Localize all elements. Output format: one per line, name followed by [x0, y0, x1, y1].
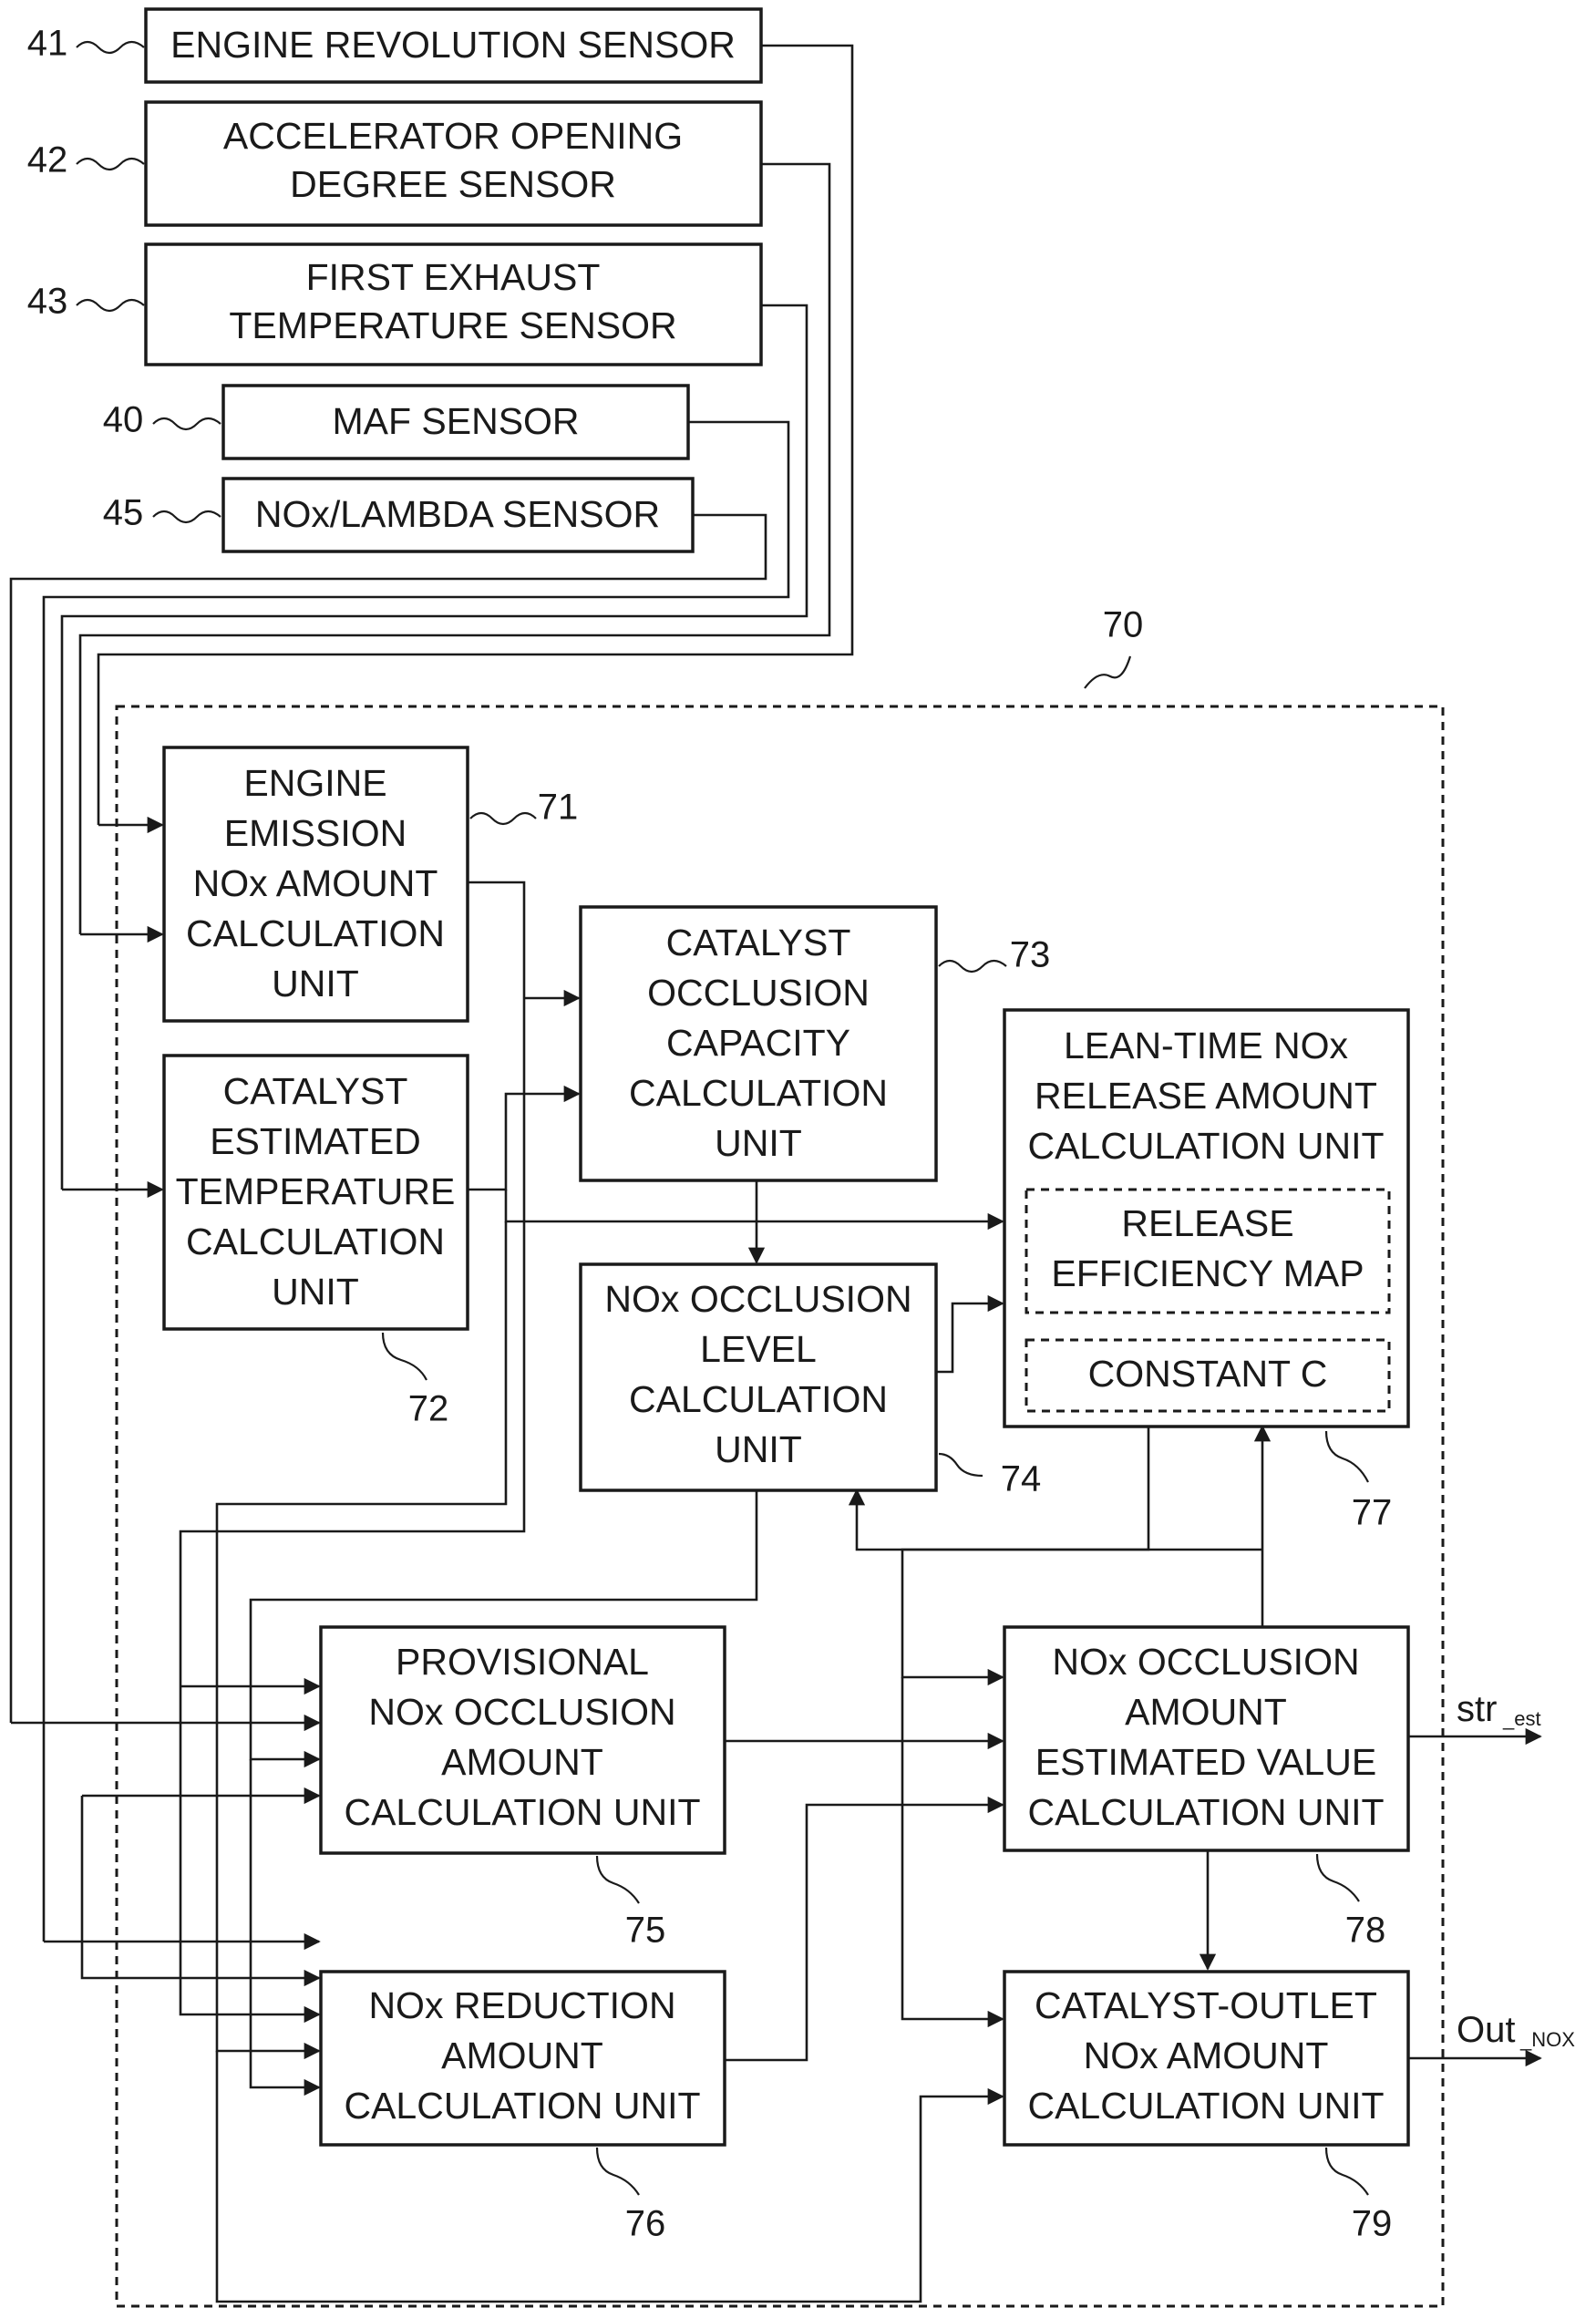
unit-nox-reduction-amount: NOx REDUCTION AMOUNT CALCULATION UNIT 76: [321, 1972, 725, 2244]
svg-text:70: 70: [1103, 605, 1144, 645]
svg-text:NOx OCCLUSION: NOx OCCLUSION: [368, 1691, 675, 1733]
svg-text:NOx OCCLUSION: NOx OCCLUSION: [604, 1278, 911, 1320]
svg-text:FIRST EXHAUST: FIRST EXHAUST: [306, 256, 601, 298]
svg-text:CALCULATION: CALCULATION: [186, 912, 445, 954]
svg-text:CALCULATION: CALCULATION: [629, 1378, 888, 1420]
sensor-nox-lambda: NOx/LAMBDA SENSOR 45: [103, 479, 693, 551]
svg-text:42: 42: [27, 140, 68, 180]
svg-text:DEGREE SENSOR: DEGREE SENSOR: [290, 163, 616, 205]
wire-72-to-77: [506, 1190, 1003, 1221]
wire-76-to-78: [725, 1805, 1003, 2060]
svg-text:ESTIMATED VALUE: ESTIMATED VALUE: [1035, 1741, 1376, 1783]
svg-text:CAPACITY: CAPACITY: [666, 1022, 850, 1064]
unit-lean-time-nox-release: LEAN-TIME NOx RELEASE AMOUNT CALCULATION…: [1004, 1010, 1408, 1533]
sensor-first-exhaust-temperature: FIRST EXHAUST TEMPERATURE SENSOR 43: [27, 244, 761, 365]
svg-text:77: 77: [1352, 1493, 1393, 1533]
svg-text:NOx AMOUNT: NOx AMOUNT: [193, 862, 438, 904]
unit-catalyst-occlusion-capacity: CATALYST OCCLUSION CAPACITY CALCULATION …: [581, 907, 1050, 1180]
svg-text:CONSTANT C: CONSTANT C: [1088, 1353, 1328, 1395]
svg-text:EMISSION: EMISSION: [224, 812, 407, 854]
svg-text:Out: Out: [1457, 2010, 1515, 2050]
svg-text:UNIT: UNIT: [272, 1271, 359, 1313]
svg-text:UNIT: UNIT: [715, 1122, 802, 1164]
svg-text:40: 40: [103, 400, 144, 440]
svg-text:76: 76: [625, 2204, 666, 2244]
svg-text:TEMPERATURE SENSOR: TEMPERATURE SENSOR: [229, 304, 676, 346]
unit-catalyst-estimated-temperature: CATALYST ESTIMATED TEMPERATURE CALCULATI…: [164, 1056, 468, 1429]
unit-catalyst-outlet-nox: CATALYST-OUTLET NOx AMOUNT CALCULATION U…: [1004, 1972, 1408, 2244]
svg-text:72: 72: [408, 1389, 449, 1429]
svg-text:79: 79: [1352, 2204, 1393, 2244]
svg-text:CALCULATION: CALCULATION: [629, 1072, 888, 1114]
wire-78-to-74: [857, 1490, 1262, 1550]
svg-text:NOx OCCLUSION: NOx OCCLUSION: [1052, 1641, 1359, 1683]
output-out-nox: Out _NOX: [1457, 2010, 1575, 2051]
controller-ref: 70: [1085, 605, 1143, 688]
wire-77-to-79: [902, 1677, 1003, 2019]
sensor-maf: MAF SENSOR 40: [103, 386, 688, 458]
svg-text:OCCLUSION: OCCLUSION: [647, 972, 870, 1014]
svg-text:TEMPERATURE: TEMPERATURE: [176, 1170, 456, 1212]
unit-provisional-nox-occlusion: PROVISIONAL NOx OCCLUSION AMOUNT CALCULA…: [321, 1627, 725, 1951]
svg-text:ACCELERATOR OPENING: ACCELERATOR OPENING: [223, 115, 683, 157]
svg-text:CATALYST-OUTLET: CATALYST-OUTLET: [1035, 1984, 1377, 2026]
unit-nox-occlusion-level: NOx OCCLUSION LEVEL CALCULATION UNIT 74: [581, 1264, 1041, 1499]
svg-text:CALCULATION UNIT: CALCULATION UNIT: [344, 2085, 700, 2127]
sensor-engine-revolution: ENGINE REVOLUTION SENSOR 41: [27, 9, 761, 82]
svg-text:AMOUNT: AMOUNT: [441, 2035, 603, 2076]
output-str-est: str _est: [1457, 1689, 1541, 1730]
svg-text:CALCULATION: CALCULATION: [186, 1221, 445, 1262]
svg-text:ENGINE REVOLUTION SENSOR: ENGINE REVOLUTION SENSOR: [170, 24, 736, 66]
svg-text:AMOUNT: AMOUNT: [1125, 1691, 1287, 1733]
svg-text:NOx REDUCTION: NOx REDUCTION: [368, 1984, 675, 2026]
svg-text:UNIT: UNIT: [715, 1428, 802, 1470]
svg-text:LEVEL: LEVEL: [700, 1328, 817, 1370]
svg-text:71: 71: [538, 788, 579, 828]
svg-text:75: 75: [625, 1911, 666, 1951]
sensor-accelerator-opening: ACCELERATOR OPENING DEGREE SENSOR 42: [27, 102, 761, 225]
unit-nox-occlusion-estimated-value: NOx OCCLUSION AMOUNT ESTIMATED VALUE CAL…: [1004, 1627, 1408, 1951]
svg-text:RELEASE: RELEASE: [1121, 1202, 1293, 1244]
svg-text:_est: _est: [1502, 1707, 1541, 1730]
wire-71-out: [468, 882, 524, 998]
wire-74-to-76: [251, 1759, 319, 2087]
svg-text:CALCULATION UNIT: CALCULATION UNIT: [344, 1791, 700, 1833]
svg-text:CALCULATION UNIT: CALCULATION UNIT: [1027, 1791, 1384, 1833]
svg-text:CATALYST: CATALYST: [223, 1070, 408, 1112]
svg-text:78: 78: [1345, 1911, 1386, 1951]
svg-text:45: 45: [103, 493, 144, 533]
svg-text:AMOUNT: AMOUNT: [441, 1741, 603, 1783]
svg-text:str: str: [1457, 1689, 1497, 1729]
svg-text:EFFICIENCY MAP: EFFICIENCY MAP: [1051, 1252, 1364, 1294]
wire-74-to-77: [934, 1303, 1003, 1372]
svg-text:41: 41: [27, 24, 68, 64]
svg-text:MAF SENSOR: MAF SENSOR: [332, 400, 579, 442]
svg-text:ENGINE: ENGINE: [243, 762, 386, 804]
unit-engine-emission-nox: ENGINE EMISSION NOx AMOUNT CALCULATION U…: [164, 747, 578, 1021]
svg-text:CATALYST: CATALYST: [666, 922, 851, 963]
svg-text:ESTIMATED: ESTIMATED: [210, 1120, 421, 1162]
svg-text:43: 43: [27, 282, 68, 322]
svg-text:74: 74: [1001, 1459, 1042, 1499]
svg-text:CALCULATION UNIT: CALCULATION UNIT: [1027, 1125, 1384, 1167]
svg-text:UNIT: UNIT: [272, 963, 359, 1004]
svg-text:LEAN-TIME NOx: LEAN-TIME NOx: [1064, 1025, 1349, 1066]
svg-text:NOx AMOUNT: NOx AMOUNT: [1084, 2035, 1329, 2076]
svg-text:_NOX: _NOX: [1519, 2028, 1575, 2051]
svg-text:73: 73: [1010, 935, 1051, 975]
svg-text:NOx/LAMBDA SENSOR: NOx/LAMBDA SENSOR: [255, 493, 660, 535]
svg-text:RELEASE AMOUNT: RELEASE AMOUNT: [1035, 1075, 1377, 1117]
svg-text:CALCULATION UNIT: CALCULATION UNIT: [1027, 2085, 1384, 2127]
svg-text:PROVISIONAL: PROVISIONAL: [396, 1641, 649, 1683]
